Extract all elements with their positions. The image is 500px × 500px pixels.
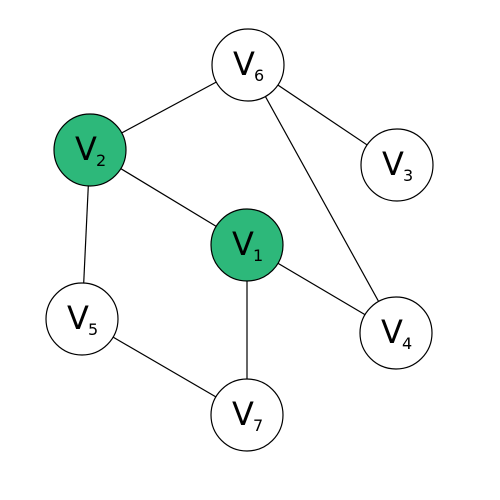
node-label-v2: V bbox=[75, 130, 97, 168]
node-subscript-v7: 7 bbox=[253, 416, 263, 435]
edge-v6-v4 bbox=[247, 64, 397, 334]
node-circle-v6 bbox=[211, 28, 285, 102]
node-subscript-v6: 6 bbox=[254, 66, 264, 85]
node-circle-v1 bbox=[210, 208, 284, 282]
node-circle-v5 bbox=[45, 282, 119, 356]
node-label-v7: V bbox=[232, 395, 254, 433]
node-label-v6: V bbox=[233, 45, 255, 83]
node-subscript-v3: 3 bbox=[403, 166, 413, 185]
node-label-v3: V bbox=[382, 145, 404, 183]
node-subscript-v5: 5 bbox=[88, 320, 98, 339]
node-subscript-v2: 2 bbox=[96, 151, 106, 170]
node-label-v4: V bbox=[381, 313, 403, 351]
node-subscript-v4: 4 bbox=[402, 334, 412, 353]
node-subscript-v1: 1 bbox=[253, 246, 263, 265]
node-circle-v3 bbox=[360, 128, 434, 202]
node-label-v5: V bbox=[67, 299, 89, 337]
node-circle-v2 bbox=[53, 113, 127, 187]
node-label-v1: V bbox=[232, 225, 254, 263]
node-circle-v4 bbox=[359, 296, 433, 370]
node-circle-v7 bbox=[210, 378, 284, 452]
